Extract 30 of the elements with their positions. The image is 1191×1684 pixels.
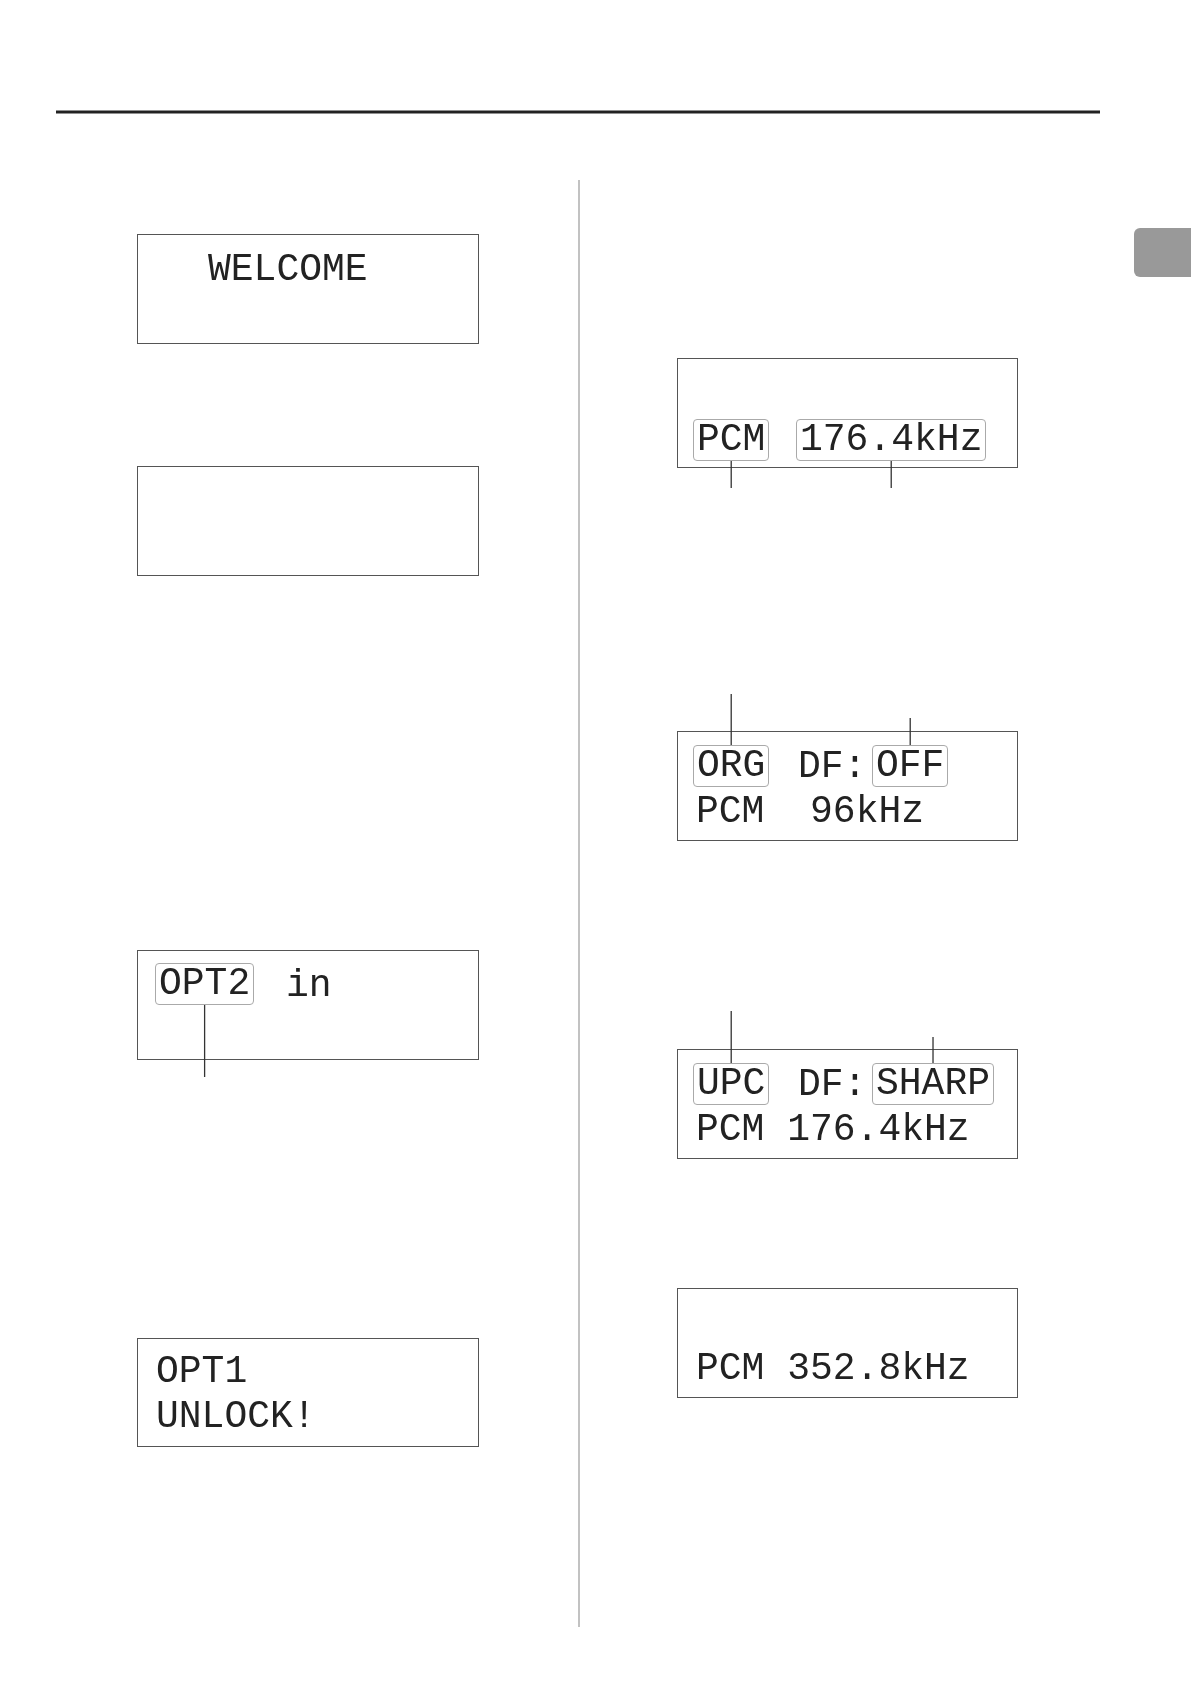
display-text: DF: <box>798 1064 867 1106</box>
leader-line <box>730 693 732 746</box>
display-text: OPT1 UNLOCK! <box>156 1349 317 1439</box>
display-text: PCM 96kHz <box>696 791 925 833</box>
lcd-display <box>137 1338 479 1447</box>
leader-line <box>909 717 911 746</box>
leader-line <box>890 460 892 489</box>
display-text: in <box>286 965 332 1007</box>
lcd-display <box>677 1288 1018 1398</box>
highlighted-indicator: OPT2 <box>155 963 255 1005</box>
lcd-display <box>137 234 479 344</box>
display-text: DF: <box>798 746 867 788</box>
lcd-display <box>137 950 479 1060</box>
display-text: WELCOME <box>208 249 368 291</box>
lcd-display <box>677 1049 1018 1159</box>
highlighted-indicator: PCM <box>693 419 770 461</box>
highlighted-indicator: SHARP <box>872 1063 995 1105</box>
display-text: PCM 176.4kHz <box>696 1109 970 1151</box>
lcd-display <box>677 358 1018 468</box>
lcd-display <box>677 731 1018 841</box>
highlighted-indicator: UPC <box>693 1063 770 1105</box>
display-text: PCM 352.8kHz <box>696 1348 970 1390</box>
highlighted-indicator: 176.4kHz <box>796 419 987 461</box>
highlighted-indicator: ORG <box>693 745 770 787</box>
leader-line <box>730 460 732 489</box>
leader-line <box>730 1010 732 1064</box>
lcd-display <box>137 466 479 576</box>
leader-line <box>203 1004 206 1078</box>
leader-line <box>932 1036 934 1064</box>
highlighted-indicator: OFF <box>872 745 949 787</box>
